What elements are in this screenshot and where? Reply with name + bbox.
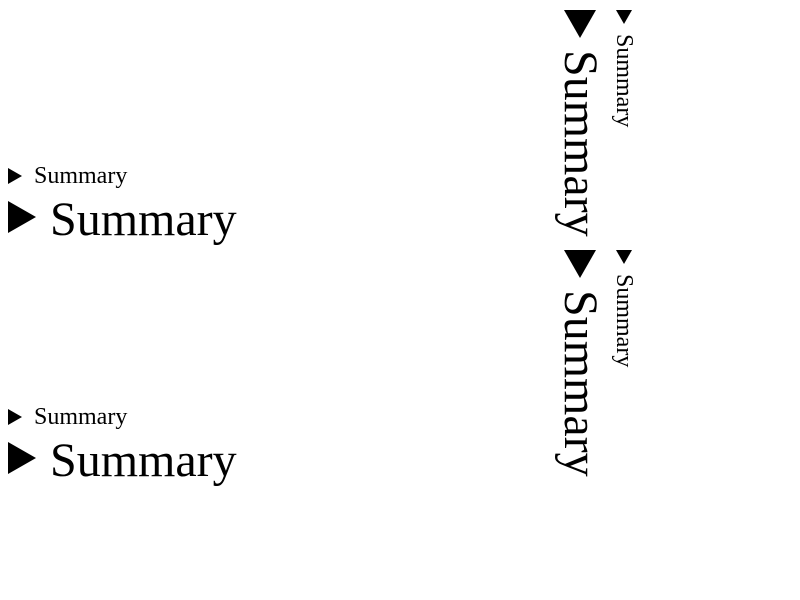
triangle-down-icon bbox=[616, 10, 632, 24]
summary-toggle-vertical-large-2[interactable]: Summary bbox=[554, 250, 607, 477]
triangle-right-icon bbox=[8, 442, 36, 474]
triangle-right-icon bbox=[8, 168, 22, 184]
summary-label: Summary bbox=[611, 34, 637, 128]
triangle-right-icon bbox=[8, 409, 22, 425]
triangle-down-icon bbox=[564, 250, 596, 278]
triangle-down-icon bbox=[616, 250, 632, 264]
triangle-right-icon bbox=[8, 201, 36, 233]
summary-label: Summary bbox=[50, 434, 237, 487]
summary-toggle-vertical-small-1[interactable]: Summary bbox=[611, 10, 637, 128]
summary-label: Summary bbox=[554, 50, 607, 237]
summary-toggle-small-2[interactable]: Summary bbox=[8, 405, 127, 429]
summary-toggle-vertical-small-2[interactable]: Summary bbox=[611, 250, 637, 368]
summary-label: Summary bbox=[34, 404, 128, 430]
summary-toggle-vertical-large-1[interactable]: Summary bbox=[554, 10, 607, 237]
summary-label: Summary bbox=[554, 290, 607, 477]
summary-toggle-large-1[interactable]: Summary bbox=[8, 196, 237, 244]
triangle-down-icon bbox=[564, 10, 596, 38]
summary-label: Summary bbox=[34, 163, 128, 189]
summary-toggle-large-2[interactable]: Summary bbox=[8, 437, 237, 485]
summary-label: Summary bbox=[50, 193, 237, 246]
summary-toggle-small-1[interactable]: Summary bbox=[8, 164, 127, 188]
summary-label: Summary bbox=[611, 274, 637, 368]
